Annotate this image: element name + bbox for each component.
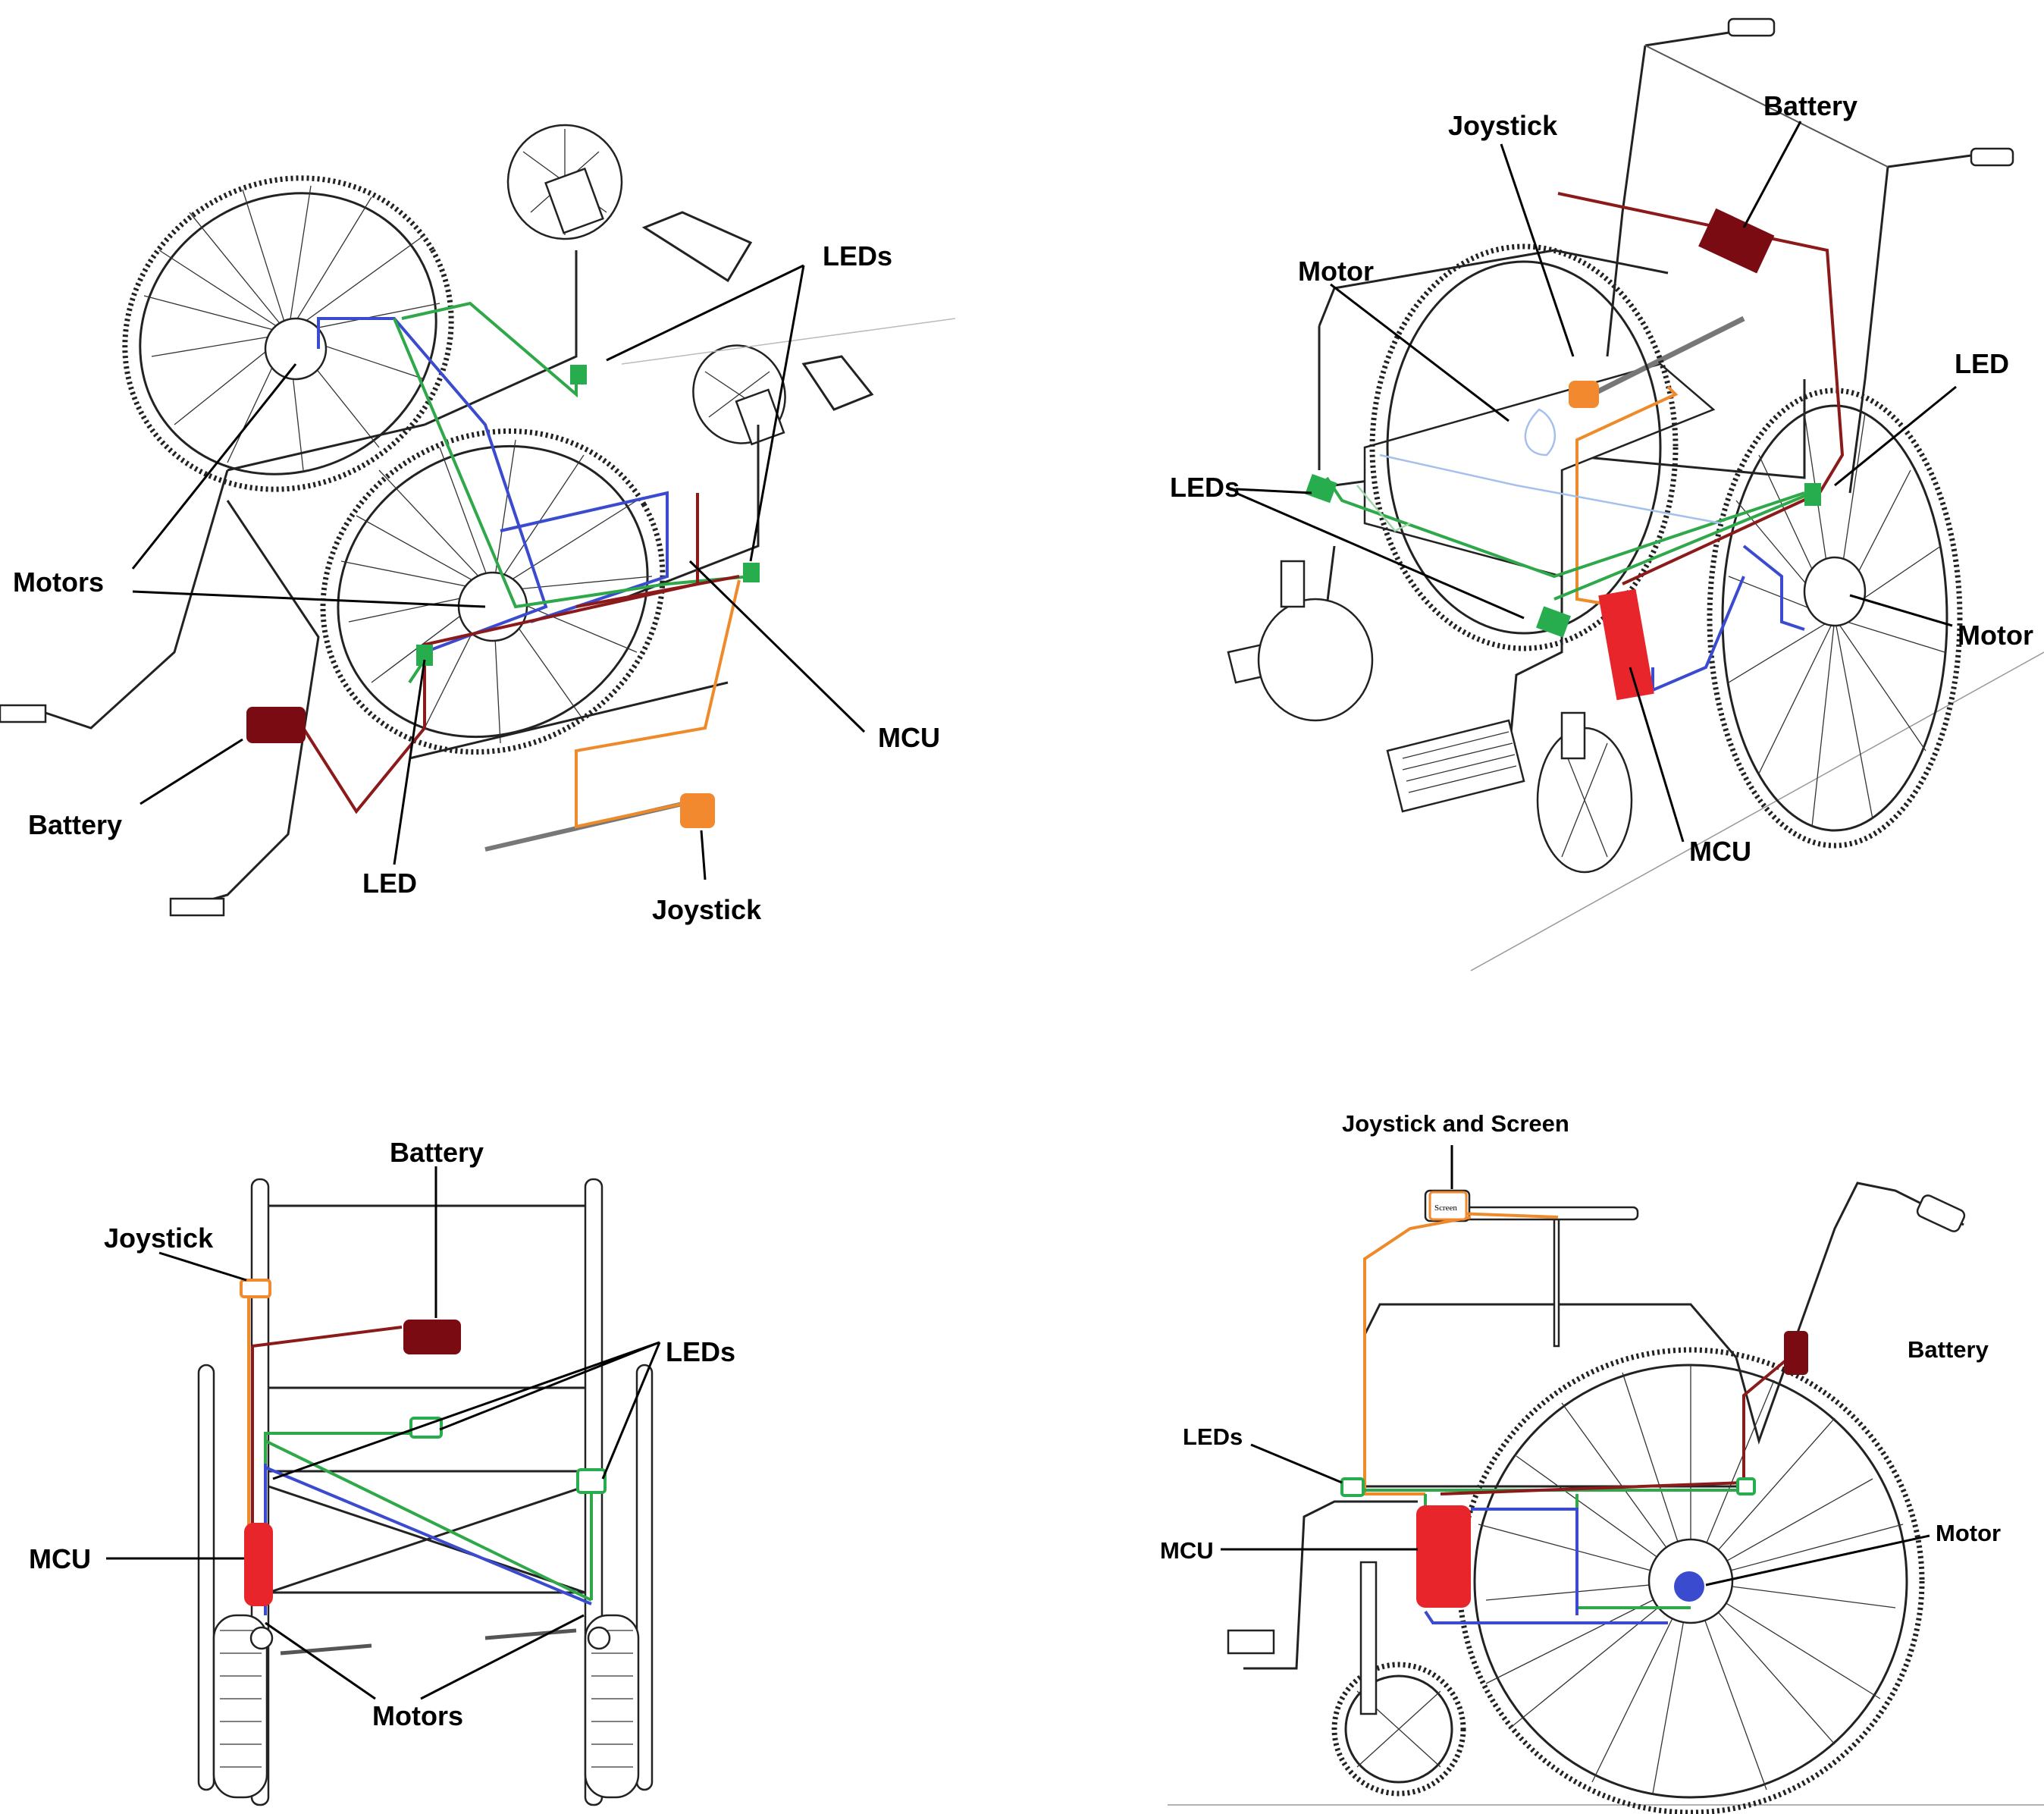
label-battery: Battery [390,1137,484,1168]
label-mcu: MCU [878,722,940,753]
leader-lines [1235,121,1957,843]
label-mcu: MCU [29,1543,91,1574]
joystick-screen-block [1428,1191,1468,1221]
label-joystick: Joystick [652,894,762,925]
label-led: LED [1955,348,2009,379]
rear-wheel-back [1369,243,1679,651]
leader-lines [131,264,866,880]
label-battery: Battery [1763,90,1857,121]
joystick-block [240,1279,271,1298]
label-joystick: Joystick [104,1222,214,1254]
motor-hub [1674,1571,1704,1602]
led-block [1305,474,1337,504]
led-block [1340,1477,1365,1497]
label-battery: Battery [28,809,122,840]
label-mcu: MCU [1160,1537,1214,1564]
label-leds: LEDs [666,1336,735,1367]
rear-wheel-back [122,175,454,492]
view-top-left: LEDs Motors MCU Battery LED Joystick [0,124,956,925]
label-leds: LEDs [823,240,892,271]
led-block [416,645,433,666]
leader-lines [106,1166,661,1700]
led-block [1804,483,1821,506]
label-joystick-screen: Joystick and Screen [1342,1110,1569,1137]
label-leds: LEDs [1170,472,1240,503]
label-battery: Battery [1908,1336,1989,1363]
label-mcu: MCU [1689,836,1751,867]
joystick-block [680,793,715,828]
caster-wheels [506,124,786,446]
rear-wheels [197,1364,654,1799]
mcu-block [1598,588,1654,701]
led-block [1736,1477,1756,1495]
label-motor: Motor [1298,256,1374,287]
caster-wheel [1331,1561,1466,1797]
components [246,365,760,828]
view-top-right: Joystick Battery Motor LED LEDs Motor MC… [1170,17,2044,971]
frame [1227,17,2044,971]
components [240,1279,607,1606]
components [1305,208,1821,701]
components: Screen [1340,1191,1808,1608]
view-bottom-right: Screen Joystick and Screen Battery LEDs … [1160,1110,2044,1814]
battery-block [1698,208,1775,274]
mcu-block [1416,1505,1471,1608]
led-block [576,1468,607,1494]
battery-block [1784,1331,1808,1375]
mcu-block [244,1523,273,1606]
rear-wheel-front [1707,388,1963,849]
led-block [743,563,760,582]
wiring [302,301,751,829]
label-motor: Motor [1958,620,2033,651]
leader-lines [1221,1145,1930,1586]
label-leds: LEDs [1183,1423,1243,1450]
view-bottom-left: Battery Joystick LEDs MCU Motors [29,1137,735,1806]
joystick-block [1569,381,1599,408]
led-block [570,365,587,384]
label-joystick: Joystick [1448,110,1558,141]
led-block [1536,606,1571,638]
battery-block [246,707,306,743]
caster-wheels [1257,560,1633,874]
label-led: LED [362,868,417,899]
battery-block [403,1320,461,1354]
label-motor: Motor [1936,1520,2001,1546]
label-motors: Motors [372,1700,463,1731]
label-motors: Motors [13,566,104,598]
frame [1168,1182,2044,1806]
screen-text: Screen [1434,1204,1457,1213]
